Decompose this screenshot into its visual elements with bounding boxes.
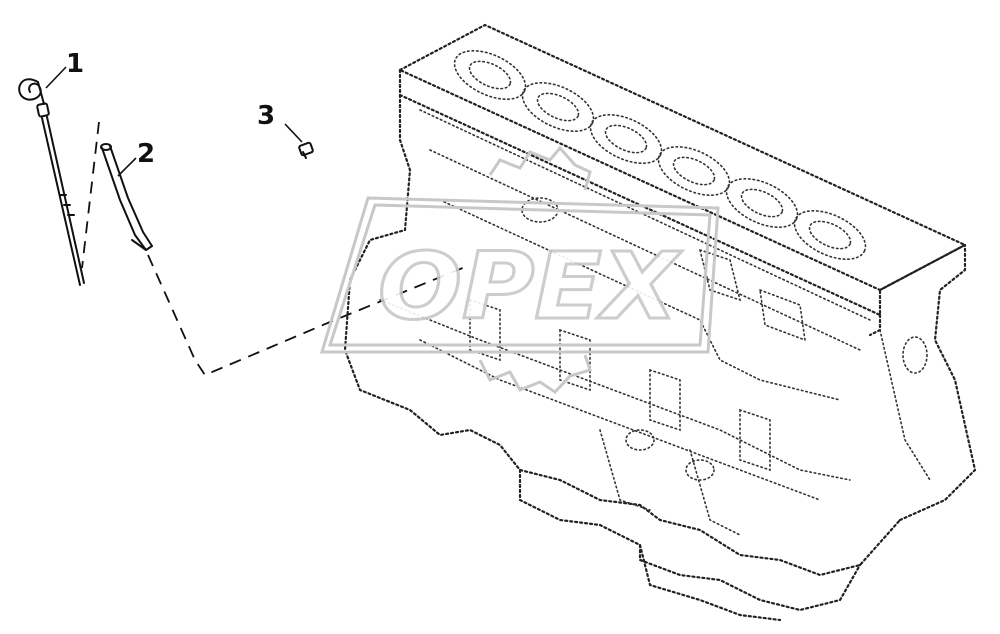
dipstick-part [18, 78, 85, 286]
callout-1-label: 1 [66, 49, 84, 79]
engine-block [343, 23, 977, 622]
callout-2-label: 2 [137, 139, 155, 169]
callout-3-leader [284, 123, 303, 143]
watermark-text: OPEX [378, 233, 682, 340]
callout-3-label: 3 [257, 101, 275, 131]
callouts: 1 2 3 [45, 49, 303, 177]
opex-watermark: OPEX [319, 145, 720, 394]
callout-1-leader [45, 66, 67, 89]
guide-tube-part [81, 121, 153, 269]
bolt-part [298, 141, 314, 159]
callout-2-leader [117, 157, 137, 177]
